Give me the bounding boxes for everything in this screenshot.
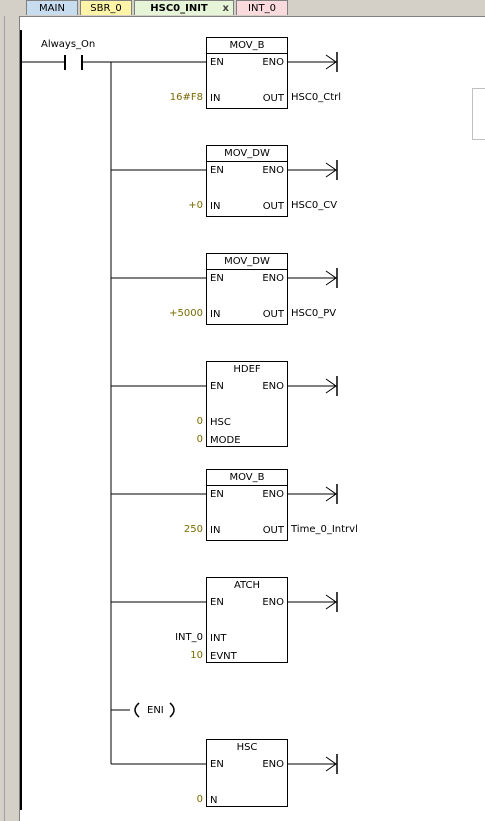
mov-dw-box[interactable]: MOV_DW EN ENO IN OUT bbox=[206, 145, 288, 217]
pin-int: INT bbox=[210, 633, 227, 644]
pin-in: IN bbox=[210, 525, 221, 536]
operand-in-value[interactable]: 0 bbox=[196, 416, 203, 427]
pin-en: EN bbox=[210, 381, 224, 392]
pin-eno: ENO bbox=[262, 273, 284, 284]
pin-eno: ENO bbox=[262, 57, 284, 68]
mov-b-box[interactable]: MOV_B EN ENO IN OUT bbox=[206, 37, 288, 109]
box-title: HSC bbox=[236, 742, 258, 753]
contact-label-always-on[interactable]: Always_On bbox=[41, 39, 96, 50]
box-title: ATCH bbox=[233, 580, 261, 591]
box-title: MOV_DW bbox=[224, 256, 270, 267]
operand-out-value[interactable]: HSC0_PV bbox=[291, 308, 337, 319]
eno-output-7 bbox=[288, 754, 338, 774]
pin-mode: MODE bbox=[210, 435, 241, 446]
box-title-divider bbox=[207, 161, 287, 162]
box-title-divider bbox=[207, 485, 287, 486]
side-panel-edge bbox=[472, 88, 485, 140]
operand-out-value[interactable]: Time_0_Intrvl bbox=[291, 524, 358, 535]
pin-out: OUT bbox=[262, 201, 284, 212]
rung-gutter bbox=[0, 16, 20, 821]
box-title-divider bbox=[207, 53, 287, 54]
pin-en: EN bbox=[210, 273, 224, 284]
pin-out: OUT bbox=[262, 93, 284, 104]
eno-output-6 bbox=[288, 592, 338, 612]
pin-out: OUT bbox=[262, 525, 284, 536]
coil-right-paren bbox=[169, 702, 175, 718]
box-title-divider bbox=[207, 269, 287, 270]
tab-label: MAIN bbox=[39, 3, 65, 14]
tab-int-0[interactable]: INT_0 bbox=[236, 0, 288, 15]
pin-eno: ENO bbox=[262, 759, 284, 770]
pin-eno: ENO bbox=[262, 597, 284, 608]
mov-dw-box[interactable]: MOV_DW EN ENO IN OUT bbox=[206, 253, 288, 325]
box-title: MOV_B bbox=[229, 472, 265, 483]
box-title: HDEF bbox=[233, 364, 261, 375]
box-title: MOV_B bbox=[229, 40, 265, 51]
operand-out-value[interactable]: HSC0_CV bbox=[291, 200, 338, 211]
eno-output-2 bbox=[288, 160, 338, 180]
operand-in-value[interactable]: 10 bbox=[190, 650, 203, 661]
pin-en: EN bbox=[210, 489, 224, 500]
operand-in-value[interactable]: +5000 bbox=[169, 308, 203, 319]
close-icon[interactable]: x bbox=[222, 3, 229, 14]
tab-label: SBR_0 bbox=[90, 3, 122, 14]
coil-left-paren bbox=[134, 702, 140, 718]
tab-label: HSC0_INIT bbox=[150, 3, 208, 14]
pin-n: N bbox=[210, 795, 218, 806]
tab-label: INT_0 bbox=[248, 3, 276, 14]
eni-coil-label[interactable]: ENI bbox=[147, 705, 164, 716]
operand-in-value[interactable]: 0 bbox=[196, 794, 203, 805]
pin-hsc: HSC bbox=[210, 417, 231, 428]
eno-output-5 bbox=[288, 484, 338, 504]
pin-en: EN bbox=[210, 57, 224, 68]
operand-in-value[interactable]: INT_0 bbox=[175, 632, 203, 643]
pin-evnt: EVNT bbox=[210, 651, 237, 662]
pin-out: OUT bbox=[262, 309, 284, 320]
eno-output-4 bbox=[288, 376, 338, 396]
pin-in: IN bbox=[210, 201, 221, 212]
mov-b-box[interactable]: MOV_B EN ENO IN OUT bbox=[206, 469, 288, 541]
operand-in-value[interactable]: +0 bbox=[188, 200, 203, 211]
pin-in: IN bbox=[210, 93, 221, 104]
tab-sbr-0[interactable]: SBR_0 bbox=[80, 0, 132, 15]
pin-eno: ENO bbox=[262, 165, 284, 176]
hdef-box[interactable]: HDEF EN ENO HSC MODE bbox=[206, 361, 288, 447]
tab-hsc0-init[interactable]: HSC0_INIT x bbox=[134, 0, 234, 15]
pin-in: IN bbox=[210, 309, 221, 320]
gutter-divider bbox=[4, 16, 5, 821]
pin-eno: ENO bbox=[262, 489, 284, 500]
eno-output-3 bbox=[288, 268, 338, 288]
operand-out-value[interactable]: HSC0_Ctrl bbox=[291, 92, 342, 103]
pin-eno: ENO bbox=[262, 381, 284, 392]
box-title: MOV_DW bbox=[224, 148, 270, 159]
operand-in-value[interactable]: 250 bbox=[183, 524, 203, 535]
tab-main[interactable]: MAIN bbox=[26, 0, 78, 15]
pin-en: EN bbox=[210, 165, 224, 176]
editor-tab-bar: MAIN SBR_0 HSC0_INIT x INT_0 bbox=[0, 0, 485, 17]
operand-in-value[interactable]: 0 bbox=[196, 434, 203, 445]
pin-en: EN bbox=[210, 759, 224, 770]
hsc-box[interactable]: HSC EN ENO N bbox=[206, 739, 288, 807]
eno-output-1 bbox=[288, 52, 338, 72]
operand-in-value[interactable]: 16#F8 bbox=[169, 92, 203, 103]
pin-en: EN bbox=[210, 597, 224, 608]
atch-box[interactable]: ATCH EN ENO INT EVNT bbox=[206, 577, 288, 663]
